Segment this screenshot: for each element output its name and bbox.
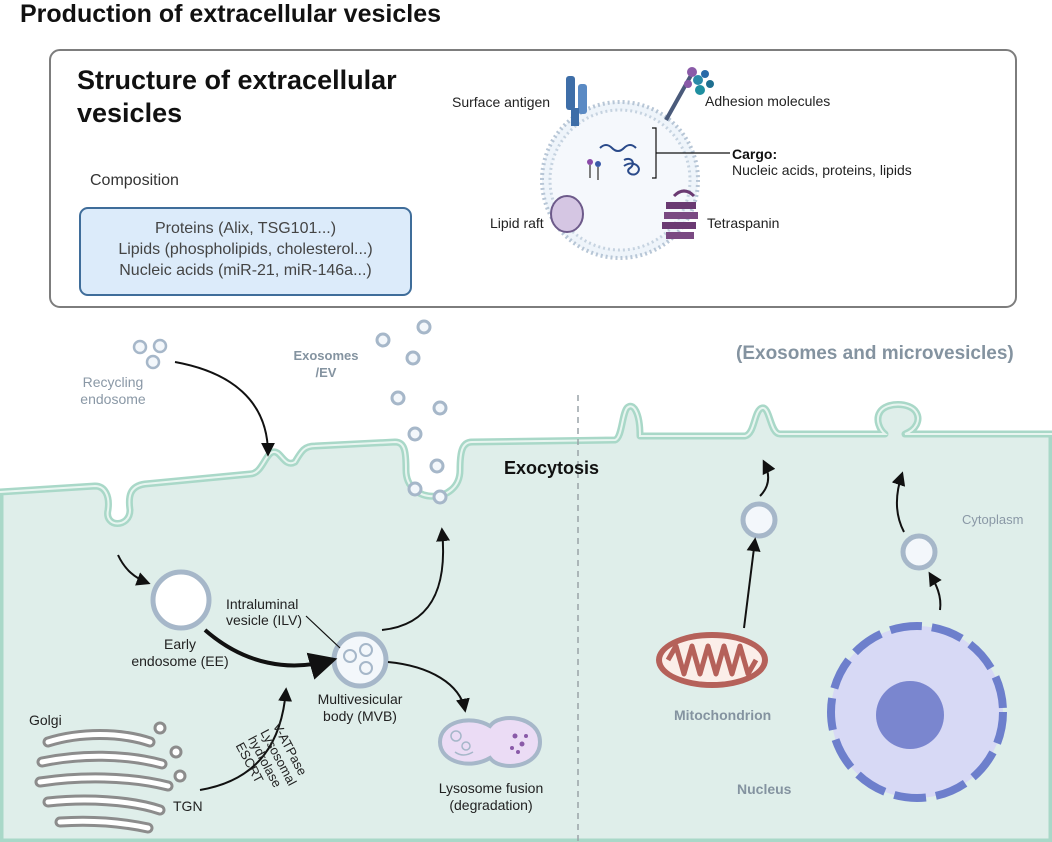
arrow-ee-mvb <box>203 628 338 680</box>
composition-box: Proteins (Alix, TSG101...) Lipids (phosp… <box>79 207 412 296</box>
cargo-title: Cargo: <box>732 146 778 162</box>
exosomes-microvesicles-label: (Exosomes and microvesicles) <box>736 343 1014 364</box>
early-endosome <box>150 569 212 631</box>
composition-item-proteins: Proteins (Alix, TSG101...) <box>154 220 337 237</box>
tgn-label: TGN <box>173 798 203 814</box>
mitochondrion-label: Mitochondrion <box>674 707 772 723</box>
exosomes-ev-label: Exosomes /EV <box>293 348 359 380</box>
intraluminal-vesicle-label: Intraluminal vesicle (ILV) <box>226 596 302 628</box>
nucleus-label: Nucleus <box>737 781 792 797</box>
arrow-ilv-leader <box>305 615 341 649</box>
released-exosomes <box>375 319 448 505</box>
cargo-detail: Nucleic acids, proteins, lipids <box>732 162 912 178</box>
arrow-vesicle-membrane <box>759 459 776 497</box>
arrow-tgn <box>199 687 293 791</box>
arrow-nucleus-vesicle <box>928 571 942 611</box>
lipid-raft-label: Lipid raft <box>490 215 544 231</box>
composition-label: Composition <box>90 172 179 189</box>
multivesicular-body-label: Multivesicular body (MVB) <box>317 691 403 724</box>
nucleus <box>827 622 1007 802</box>
cargo-icons <box>587 127 730 180</box>
cytoplasm-label: Cytoplasm <box>962 512 1024 527</box>
recycling-endosome-label: Recycling endosome <box>80 374 146 407</box>
adhesion-molecules-label: Adhesion molecules <box>705 93 831 109</box>
surface-antigen-label: Surface antigen <box>452 94 551 110</box>
exocytosis-label: Exocytosis <box>504 458 600 478</box>
lipid-raft-icon <box>550 195 584 233</box>
tetraspanin-icon <box>662 189 698 239</box>
composition-item-nucleic-acids: Nucleic acids (miR-21, miR-146a...) <box>119 262 372 279</box>
recycling-endosome-vesicles <box>132 338 168 370</box>
microvesicle-1 <box>740 501 778 539</box>
arrow-mvb-exocytosis <box>381 527 451 631</box>
surface-antigen-icon <box>566 76 587 126</box>
composition-item-lipids: Lipids (phospholipids, cholesterol...) <box>118 241 373 258</box>
multivesicular-body <box>331 631 389 689</box>
adhesion-molecules-icon <box>664 67 714 121</box>
golgi-apparatus <box>34 721 187 834</box>
lysosome-fusion <box>437 716 543 768</box>
tetraspanin-label: Tetraspanin <box>707 215 780 231</box>
arrow-to-ee <box>117 554 151 586</box>
pathway-arrows <box>117 361 942 791</box>
lysosome-fusion-label: Lysosome fusion (degradation) <box>438 780 544 813</box>
membrane-inner-line <box>0 403 1052 525</box>
arrow-vesicle-bud <box>891 471 906 533</box>
arrow-recycling <box>174 361 275 457</box>
mitochondrion <box>656 632 768 688</box>
golgi-label: Golgi <box>29 712 62 728</box>
arrow-mito-vesicle <box>743 537 761 629</box>
early-endosome-label: Early endosome (EE) <box>131 636 229 669</box>
microvesicle-2 <box>900 533 938 571</box>
arrow-mvb-lysosome <box>387 661 470 713</box>
structure-box-title: Structure of extracellular vesicles <box>77 65 397 128</box>
page-title: Production of extracellular vesicles <box>20 0 441 28</box>
